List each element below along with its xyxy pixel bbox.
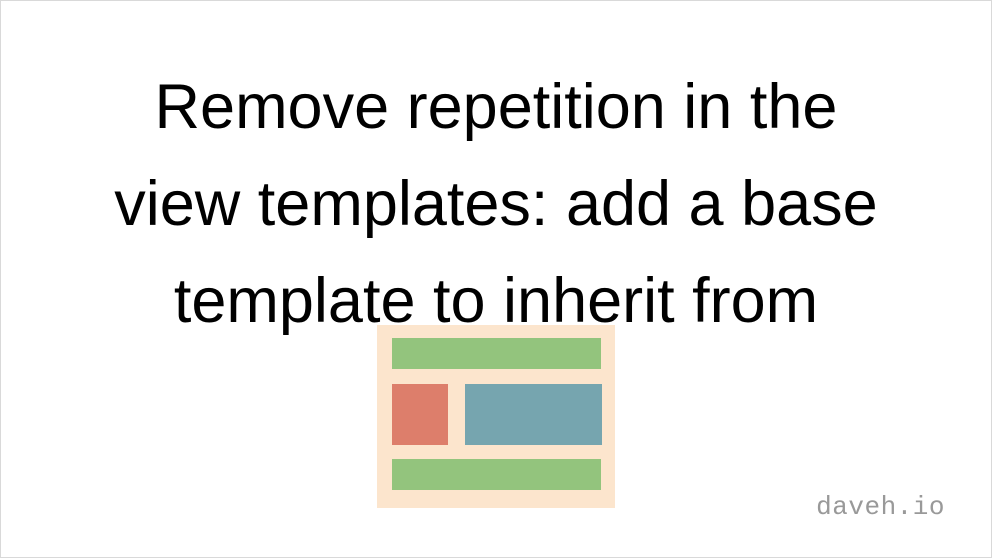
title-line-3: template to inherit from bbox=[173, 266, 819, 336]
brand-watermark: daveh.io bbox=[816, 492, 945, 522]
page-layout-icon bbox=[377, 325, 615, 508]
layout-content-block bbox=[465, 384, 602, 445]
slide-title: Remove repetition in the view templates:… bbox=[1, 59, 991, 350]
layout-header-block bbox=[392, 338, 601, 369]
title-line-1: Remove repetition in the bbox=[154, 72, 838, 142]
layout-footer-block bbox=[392, 459, 601, 490]
layout-sidebar-block bbox=[392, 384, 448, 445]
title-line-2: view templates: add a base bbox=[114, 169, 878, 239]
